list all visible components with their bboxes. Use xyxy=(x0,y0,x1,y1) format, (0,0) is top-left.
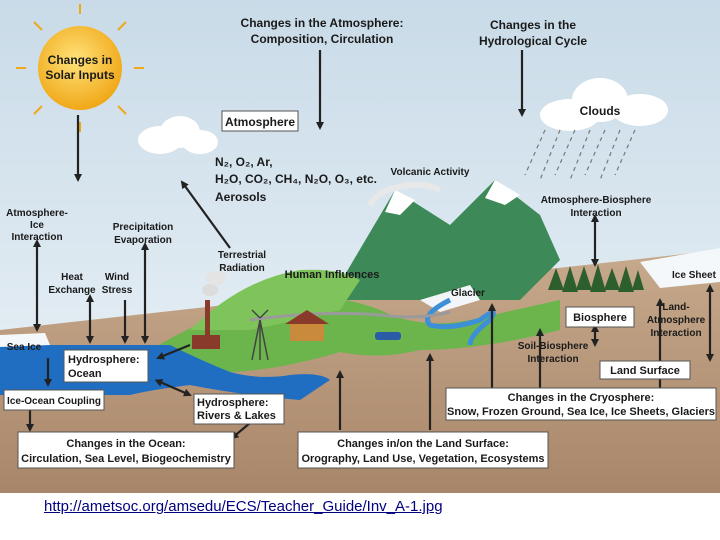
car xyxy=(375,332,401,340)
mountain-snow xyxy=(485,180,520,205)
label-biosphere: Biosphere xyxy=(573,312,627,324)
label-land-changes: Changes in/on the Land Surface:Orography… xyxy=(301,438,544,465)
label-human-influences: Human Influences xyxy=(285,269,380,281)
label-ice-sheet: Ice Sheet xyxy=(672,270,717,281)
road xyxy=(249,310,451,322)
label-hydrosphere-ocean: Hydrosphere:Ocean xyxy=(68,354,140,380)
ice-sheet-shape xyxy=(640,248,720,288)
label-atmosphere-changes: Changes in the Atmosphere:Composition, C… xyxy=(241,16,404,46)
cloud-left xyxy=(138,116,218,154)
arrows xyxy=(26,50,714,440)
label-ice-ocean-coupling: Ice-Ocean Coupling xyxy=(7,396,101,407)
label-ocean-changes: Changes in the Ocean:Circulation, Sea Le… xyxy=(21,438,232,465)
windmill xyxy=(251,309,269,361)
sea-ice-shape xyxy=(0,333,50,347)
glacier-shape xyxy=(420,285,480,312)
label-atmosphere: Atmosphere xyxy=(225,115,295,129)
sun xyxy=(16,4,144,132)
forest xyxy=(548,264,644,292)
label-volcanic-activity: Volcanic Activity xyxy=(391,167,470,178)
label-clouds: Clouds xyxy=(580,104,621,118)
volcanic-plume xyxy=(367,181,442,207)
ice-ocean-box xyxy=(3,389,105,411)
source-url-link[interactable]: http://ametsoc.org/amsedu/ECS/Teacher_Gu… xyxy=(44,498,443,515)
label-hydrosphere-rivers: Hydrosphere:Rivers & Lakes xyxy=(197,397,276,422)
label-sea-ice: Sea Ice xyxy=(7,342,42,353)
biosphere-box xyxy=(565,306,635,328)
label-land-surface: Land Surface xyxy=(610,365,680,377)
cloud-right xyxy=(540,78,668,131)
house xyxy=(285,310,329,341)
hydro-rivers-box xyxy=(193,393,285,425)
atmosphere-box xyxy=(221,110,299,132)
label-gases-line2: H₂O, CO₂, CH₄, N₂O, O₃, etc. xyxy=(215,172,377,186)
ocean-changes-box xyxy=(17,431,235,469)
cryosphere-box xyxy=(445,387,717,421)
river xyxy=(425,297,496,346)
land-surface-box xyxy=(599,360,691,380)
volcano-snow xyxy=(385,190,415,215)
factory xyxy=(192,271,226,349)
land-changes-box xyxy=(297,431,549,469)
rain xyxy=(524,129,636,181)
hydro-ocean-box xyxy=(63,349,149,383)
label-glacier: Glacier xyxy=(451,288,485,299)
label-cryosphere-changes: Changes in the Cryosphere:Snow, Frozen G… xyxy=(447,392,715,418)
label-gases-line1: N₂, O₂, Ar, xyxy=(215,155,273,169)
label-aerosols: Aerosols xyxy=(215,190,267,204)
